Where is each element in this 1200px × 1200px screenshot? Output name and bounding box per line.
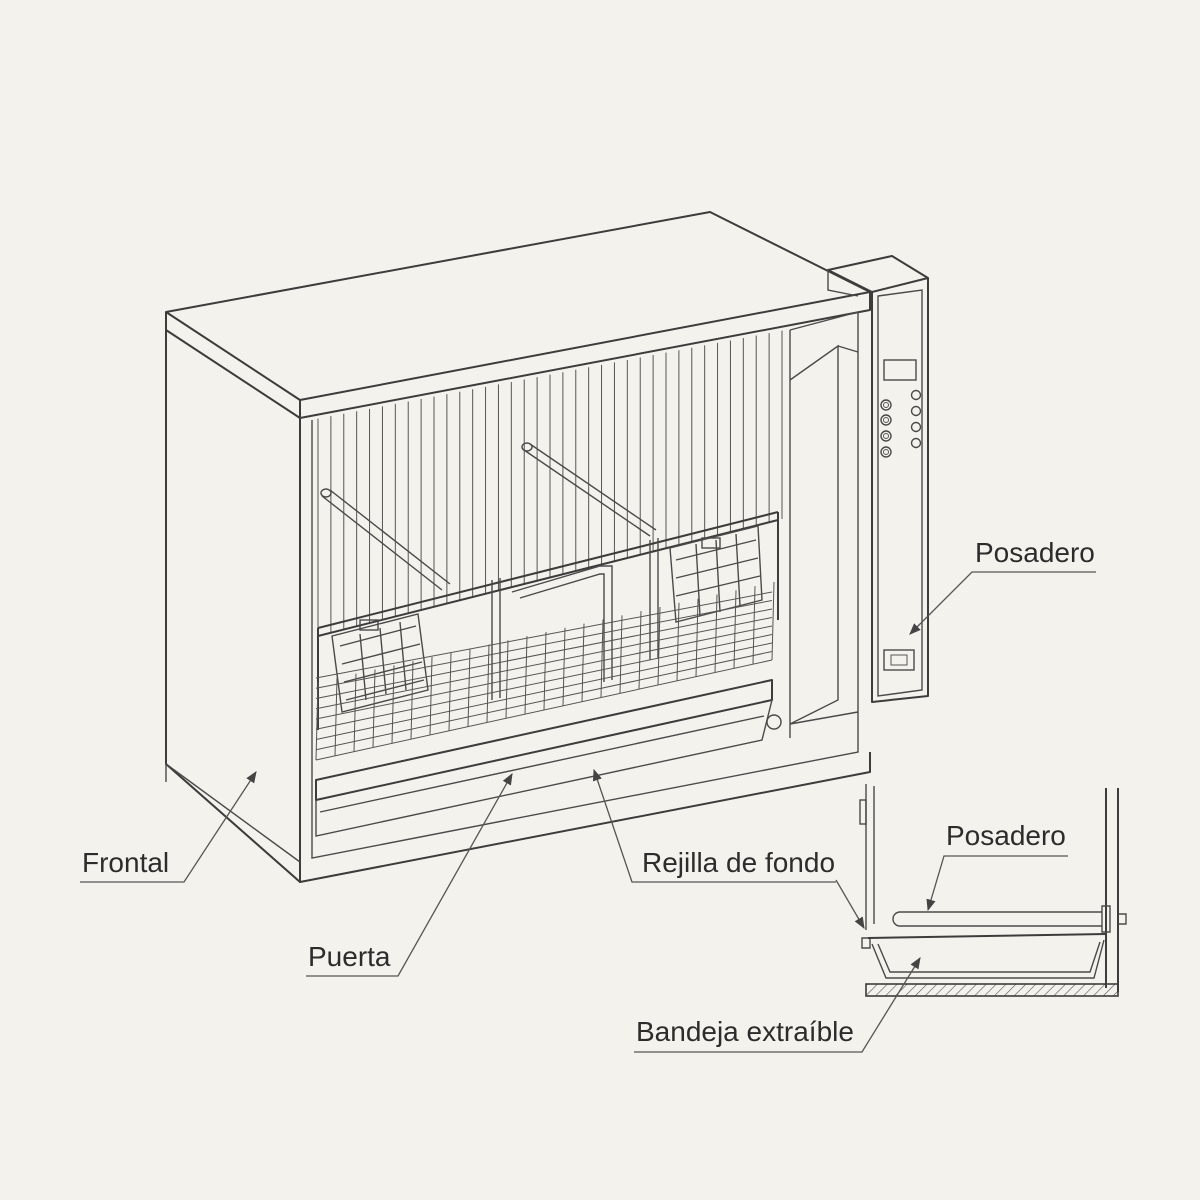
drawing-line bbox=[543, 631, 547, 711]
label-bandeja-extraible: Bandeja extraíble bbox=[636, 1016, 854, 1047]
label-posadero-top: Posadero bbox=[975, 537, 1095, 568]
feeder-right bbox=[669, 525, 763, 623]
drawing-line bbox=[733, 590, 737, 669]
drawing-line bbox=[391, 665, 395, 744]
drawing-line bbox=[315, 642, 773, 740]
drawing-line bbox=[714, 594, 718, 673]
drawing-line bbox=[315, 625, 773, 720]
section-detail bbox=[859, 784, 1127, 997]
interior-perches bbox=[320, 442, 657, 591]
drawing-line bbox=[524, 636, 528, 715]
drawing-line bbox=[315, 600, 773, 689]
drawing-line bbox=[334, 677, 338, 756]
drawing-line bbox=[315, 681, 319, 761]
control-panel bbox=[827, 255, 929, 703]
feeder-left bbox=[331, 613, 429, 713]
drawing-line bbox=[505, 640, 509, 719]
drawing-line bbox=[315, 659, 773, 761]
drawing-line bbox=[315, 634, 773, 730]
drawing-line bbox=[353, 673, 357, 752]
drawing-line bbox=[638, 611, 642, 690]
cage-bars bbox=[317, 330, 783, 636]
drawing-line bbox=[315, 608, 773, 699]
floor-grid bbox=[315, 581, 775, 761]
drawing-line bbox=[771, 581, 775, 661]
label-frontal: Frontal bbox=[82, 847, 170, 878]
leader-lines bbox=[80, 571, 1096, 1053]
drawing-line bbox=[676, 602, 680, 681]
label-rejilla-de-fondo: Rejilla de fondo bbox=[642, 847, 836, 878]
label-puerta: Puerta bbox=[308, 941, 391, 972]
drawing-line bbox=[315, 617, 773, 710]
drawing-line bbox=[657, 606, 661, 686]
drawing-line bbox=[562, 627, 566, 706]
drawing-line bbox=[600, 619, 604, 698]
drawing-line bbox=[410, 661, 414, 740]
drawing-line bbox=[752, 586, 756, 665]
drawing-line bbox=[581, 623, 585, 702]
pullout-tray bbox=[315, 679, 782, 837]
drawing-line bbox=[315, 591, 773, 679]
drawing-line bbox=[619, 615, 623, 694]
cabinet-body bbox=[165, 211, 871, 883]
drawing-line bbox=[315, 651, 773, 751]
drawing-line bbox=[372, 669, 376, 748]
label-posadero-detail: Posadero bbox=[946, 820, 1066, 851]
drawing-line bbox=[695, 598, 699, 677]
